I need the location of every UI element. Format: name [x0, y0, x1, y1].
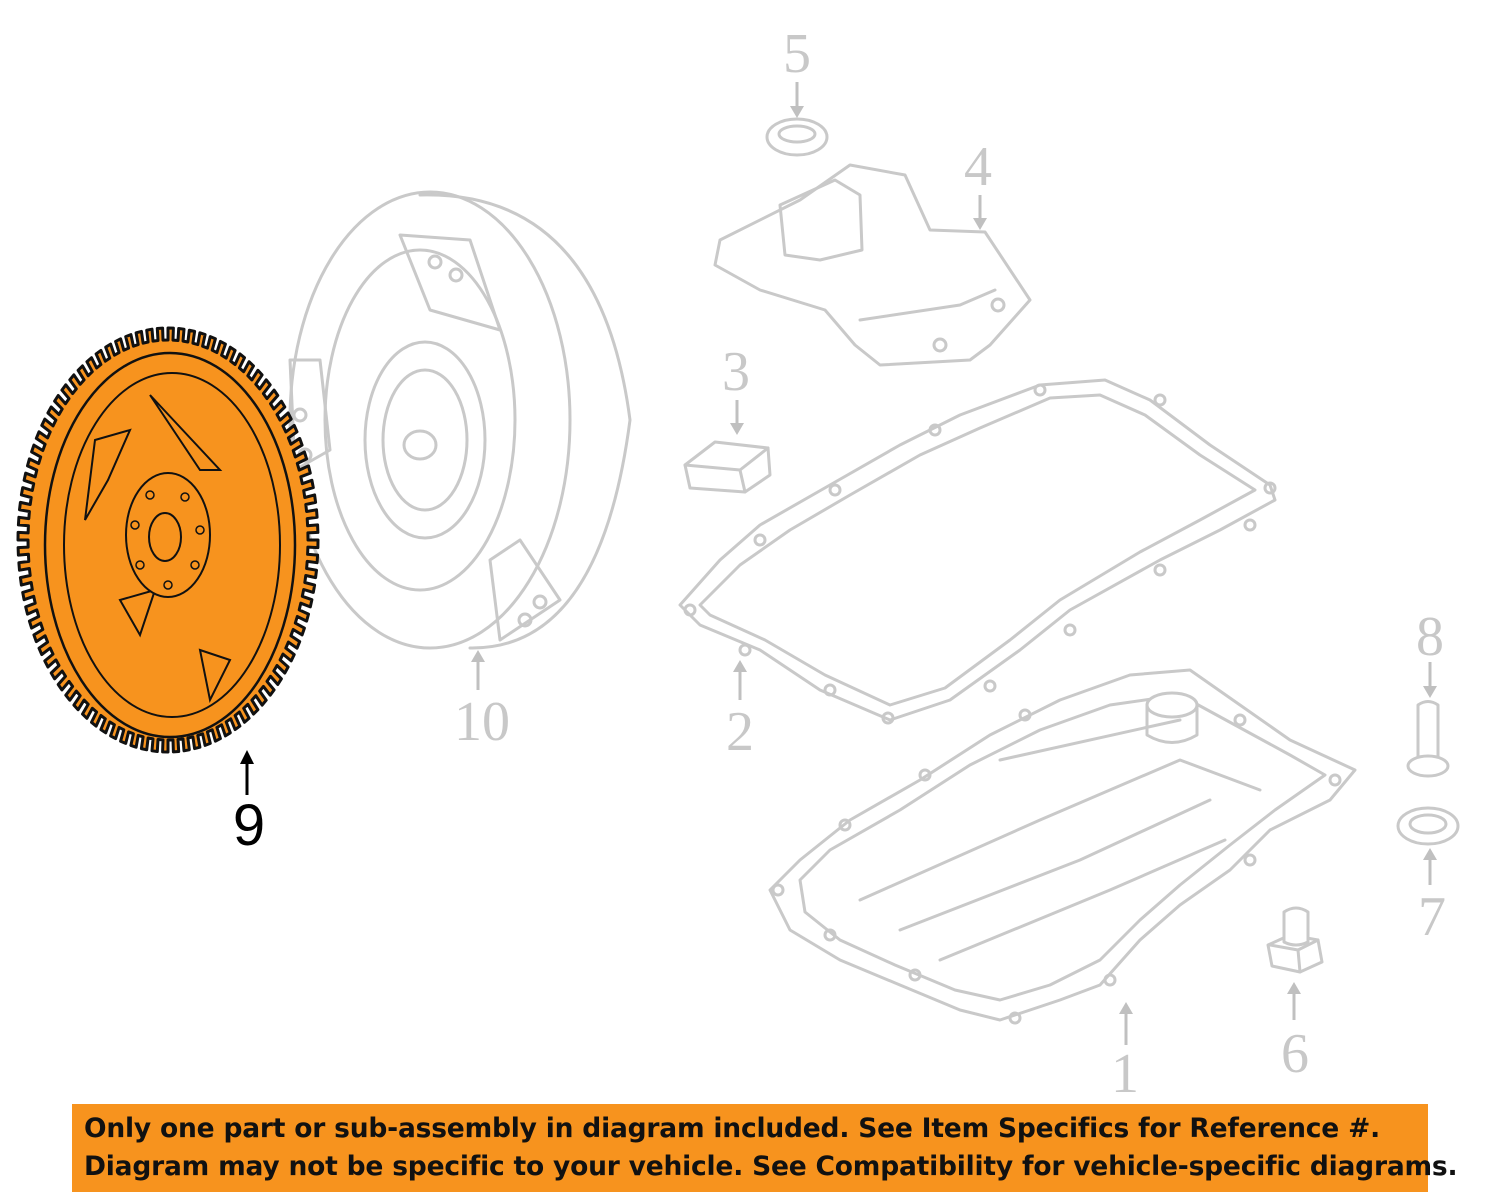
callout-4-label: 4 [964, 136, 992, 198]
callout-4: 4 [964, 136, 992, 230]
callout-5-label: 5 [783, 23, 811, 85]
disclaimer-banner: Only one part or sub-assembly in diagram… [72, 1104, 1458, 1192]
callout-3: 3 [722, 341, 750, 435]
callout-6: 6 [1281, 982, 1309, 1085]
disclaimer-line-1: Only one part or sub-assembly in diagram… [84, 1113, 1380, 1144]
callout-7-label: 7 [1418, 886, 1446, 948]
gasket-part-2 [678, 378, 1277, 725]
callout-1: 1 [1111, 1002, 1139, 1100]
callout-8-label: 8 [1416, 606, 1444, 668]
o-ring-part-7 [1396, 806, 1460, 846]
drain-plug-part-6 [1266, 906, 1324, 974]
callout-2-label: 2 [726, 701, 754, 763]
torque-converter-part-10 [288, 190, 632, 650]
oil-pan-part-1 [768, 668, 1357, 1025]
callout-9: 9 [233, 750, 265, 858]
callout-10-label: 10 [454, 691, 510, 753]
callout-5: 5 [783, 23, 811, 118]
parts-diagram: 10 9 5 [16, 23, 1460, 1100]
callout-6-label: 6 [1281, 1023, 1309, 1085]
flexplate-part-9 [16, 326, 320, 754]
fill-plug-part-8 [1406, 700, 1450, 778]
callout-3-label: 3 [722, 341, 750, 403]
filter-part-4 [713, 163, 1032, 367]
callout-2: 2 [726, 660, 754, 763]
callout-9-label: 9 [233, 793, 265, 858]
callout-8: 8 [1416, 606, 1444, 698]
callout-1-label: 1 [1111, 1043, 1139, 1100]
magnet-part-3 [683, 440, 772, 494]
seal-part-5 [765, 117, 829, 157]
callout-7: 7 [1418, 848, 1446, 948]
callout-10: 10 [454, 650, 510, 753]
disclaimer-line-2: Diagram may not be specific to your vehi… [84, 1151, 1458, 1182]
